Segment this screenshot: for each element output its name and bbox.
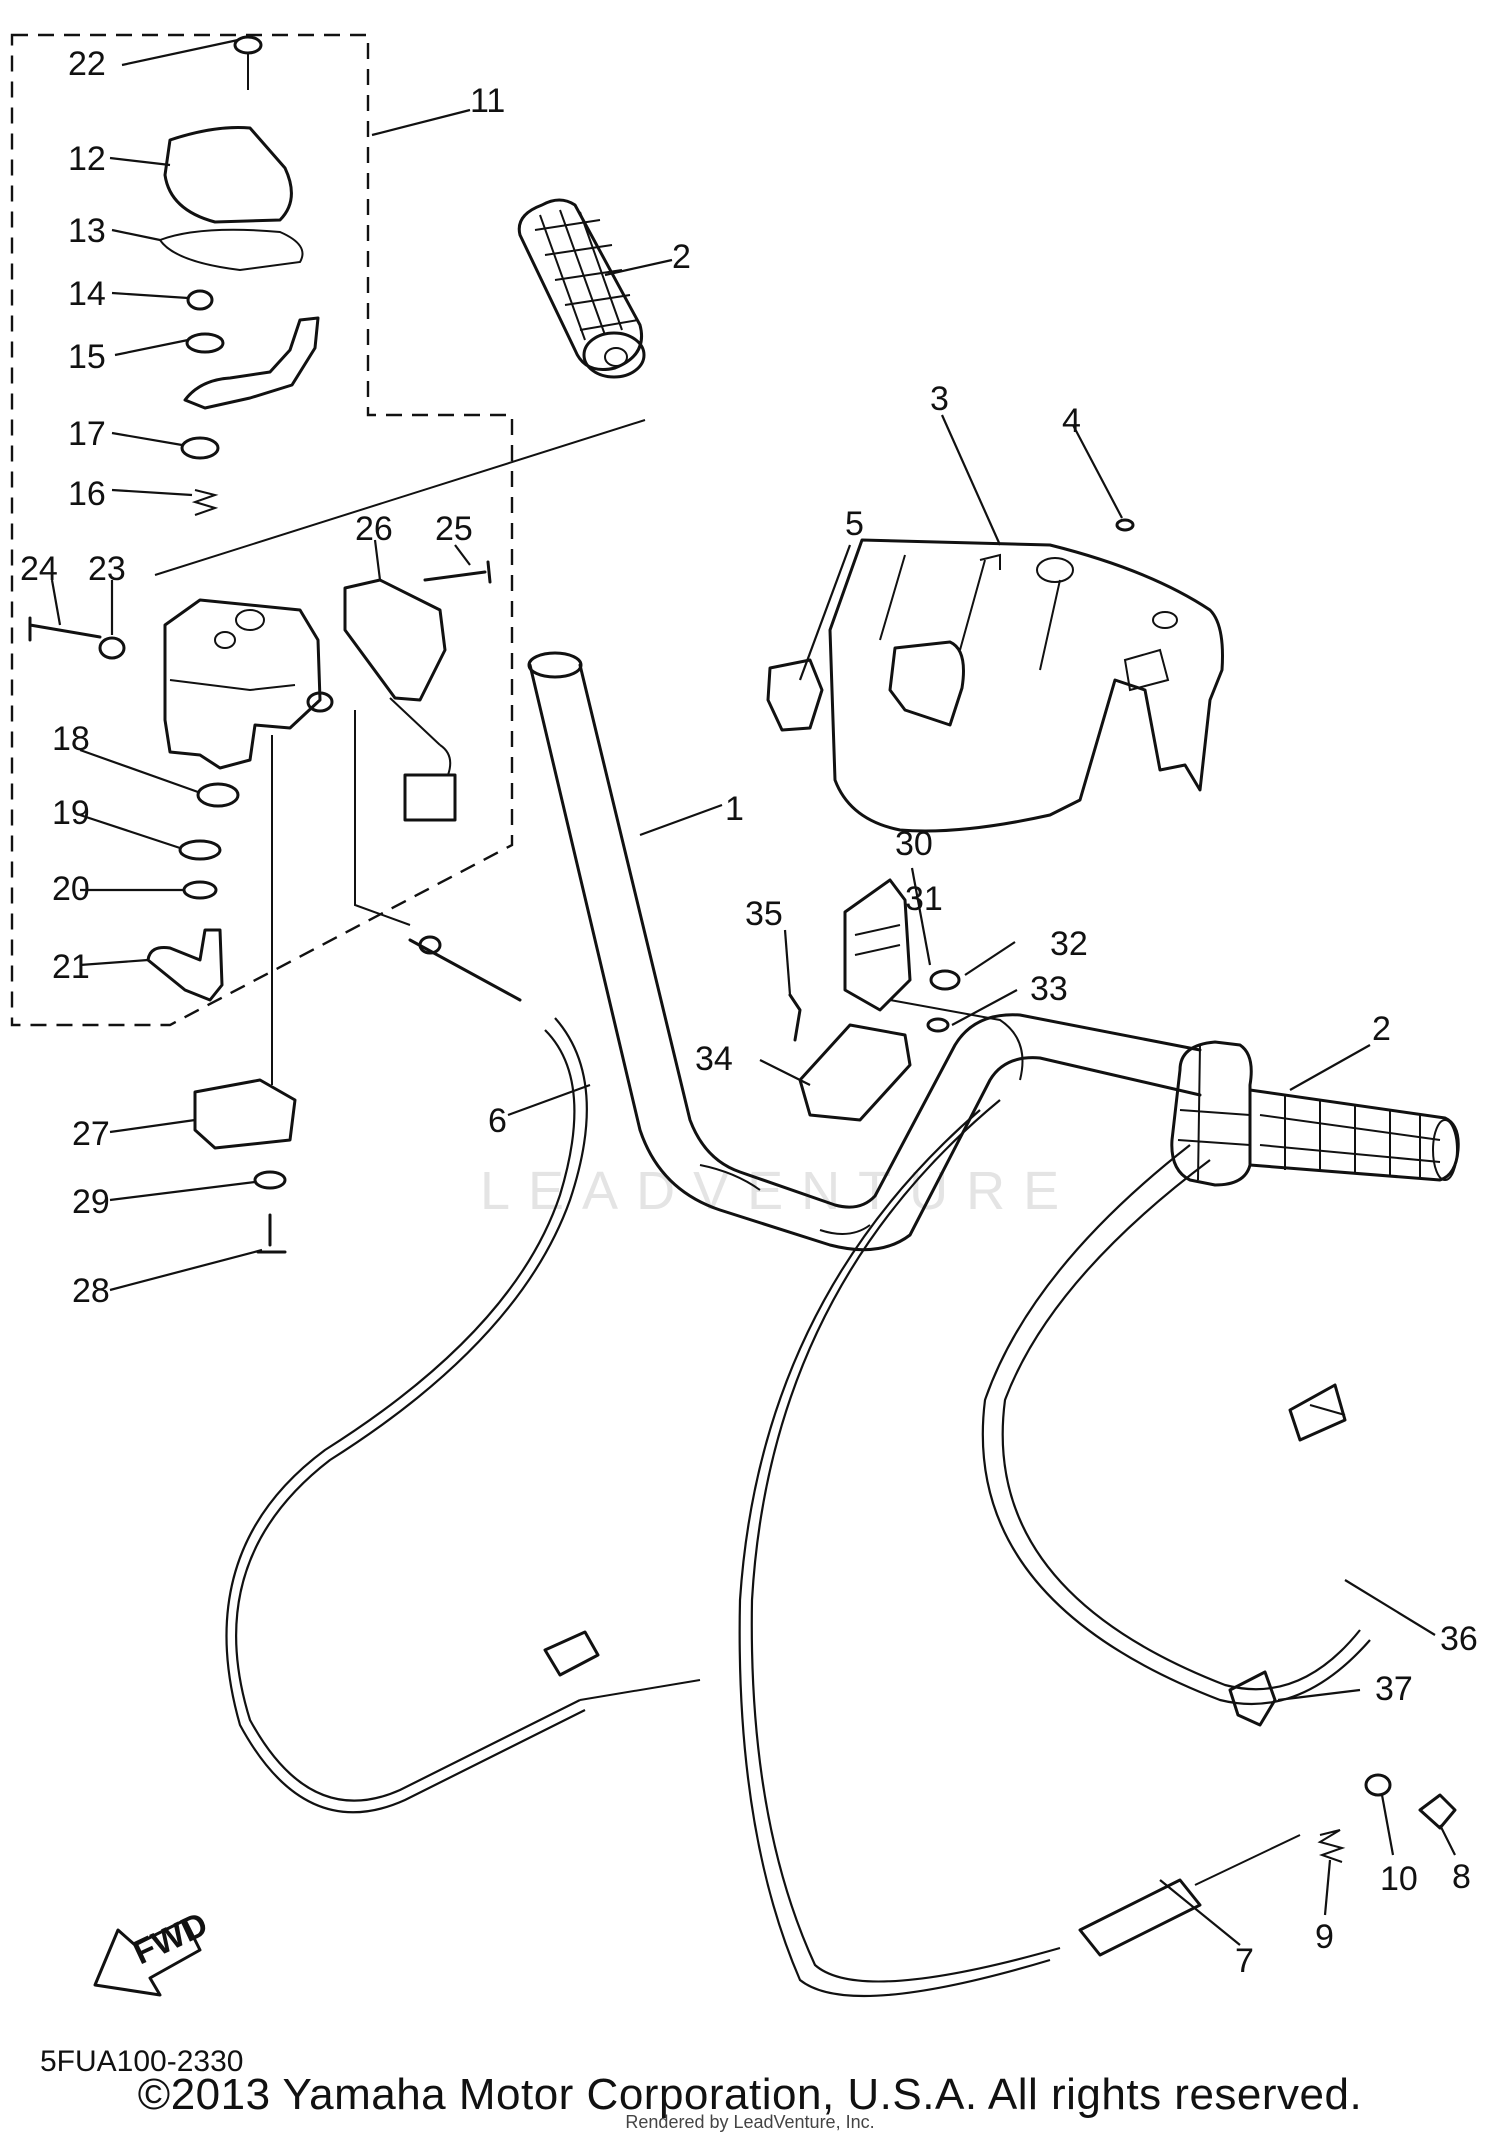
callout-2-right: 2 bbox=[1372, 1010, 1391, 1048]
callout-23: 23 bbox=[88, 550, 126, 588]
cover-screw bbox=[233, 35, 263, 90]
callout-24: 24 bbox=[20, 550, 58, 588]
copyright-notice: ©2013 Yamaha Motor Corporation, U.S.A. A… bbox=[137, 2070, 1363, 2119]
left-grip bbox=[517, 198, 646, 379]
assembly-group-outline bbox=[10, 33, 514, 1027]
callout-35: 35 bbox=[745, 895, 783, 933]
cover-gasket bbox=[158, 228, 304, 272]
callout-21: 21 bbox=[52, 948, 90, 986]
switch-screw bbox=[423, 560, 492, 584]
adjuster-nut bbox=[1418, 1793, 1457, 1830]
housing-clamp bbox=[193, 1078, 297, 1150]
callout-3: 3 bbox=[930, 380, 949, 418]
callout-33: 33 bbox=[1030, 970, 1068, 1008]
nut bbox=[186, 289, 214, 311]
callout-8: 8 bbox=[1452, 1858, 1471, 1896]
right-grip bbox=[1170, 1040, 1460, 1187]
callout-15: 15 bbox=[68, 338, 106, 376]
callout-32: 32 bbox=[1050, 925, 1088, 963]
forward-arrow: FWD bbox=[93, 1905, 214, 1997]
cover-pad bbox=[766, 658, 824, 732]
callout-leaders bbox=[50, 38, 1456, 1946]
callout-16: 16 bbox=[68, 475, 106, 513]
callout-22: 22 bbox=[68, 45, 106, 83]
callout-30: 30 bbox=[895, 825, 933, 863]
callout-37: 37 bbox=[1375, 1670, 1413, 1708]
callout-12: 12 bbox=[68, 140, 106, 178]
brake-cable bbox=[738, 1099, 1301, 1998]
callout-36: 36 bbox=[1440, 1620, 1478, 1658]
cable-clamp bbox=[1228, 1670, 1277, 1727]
callout-18: 18 bbox=[52, 720, 90, 758]
leadventure-watermark: LEADVENTURE bbox=[480, 1161, 1078, 1221]
callout-4: 4 bbox=[1062, 402, 1081, 440]
housing-nut bbox=[98, 636, 126, 660]
clamp-bolt bbox=[256, 1213, 287, 1254]
callout-26: 26 bbox=[355, 510, 393, 548]
callout-17: 17 bbox=[68, 415, 106, 453]
return-spring bbox=[1317, 1829, 1346, 1863]
cable-leader bbox=[354, 710, 411, 926]
housing-cover bbox=[163, 126, 293, 224]
cable-collar bbox=[1364, 1773, 1392, 1797]
callout-13: 13 bbox=[68, 212, 106, 250]
callout-28: 28 bbox=[72, 1272, 110, 1310]
callout-34: 34 bbox=[695, 1040, 733, 1078]
handlebar-cover bbox=[828, 538, 1224, 833]
callout-numbers: 1 2 2 3 4 5 6 7 8 9 10 11 12 13 14 15 16… bbox=[20, 45, 1478, 1980]
callout-2-left: 2 bbox=[672, 238, 691, 276]
bushing bbox=[196, 782, 240, 808]
callout-11: 11 bbox=[470, 82, 505, 120]
throttle-housing bbox=[163, 598, 334, 770]
callout-10: 10 bbox=[1380, 1860, 1418, 1898]
catalog-code: 5FUA100-2330 bbox=[40, 2045, 244, 2078]
throttle-cable bbox=[225, 935, 701, 1814]
callout-27: 27 bbox=[72, 1115, 110, 1153]
callout-25: 25 bbox=[435, 510, 473, 548]
callout-31: 31 bbox=[905, 880, 943, 918]
choke-switch-assembly bbox=[788, 878, 1024, 1122]
washer bbox=[185, 332, 225, 354]
clutch-cable bbox=[981, 1144, 1371, 1706]
callout-9: 9 bbox=[1315, 1918, 1334, 1956]
washer-lower bbox=[178, 839, 222, 861]
callout-29: 29 bbox=[72, 1183, 110, 1221]
fwd-label: FWD bbox=[127, 1905, 213, 1972]
handlebar bbox=[527, 651, 1202, 1252]
housing-bolt bbox=[28, 616, 102, 642]
clamp-washer bbox=[253, 1170, 287, 1190]
callout-6: 6 bbox=[488, 1102, 507, 1140]
throttle-lever bbox=[183, 316, 320, 410]
callout-1: 1 bbox=[725, 790, 744, 828]
throttle-shaft bbox=[146, 928, 224, 1002]
collar bbox=[180, 436, 220, 460]
cover-clip bbox=[1115, 518, 1135, 532]
callout-5: 5 bbox=[845, 505, 864, 543]
o-ring bbox=[182, 880, 218, 900]
spring bbox=[191, 489, 219, 516]
callout-7: 7 bbox=[1235, 1942, 1254, 1980]
grip-leader bbox=[154, 419, 646, 576]
callout-19: 19 bbox=[52, 794, 90, 832]
callout-20: 20 bbox=[52, 870, 90, 908]
engine-stop-switch bbox=[343, 578, 457, 822]
callout-14: 14 bbox=[68, 275, 106, 313]
renderer-credit: Rendered by LeadVenture, Inc. bbox=[625, 2112, 875, 2132]
